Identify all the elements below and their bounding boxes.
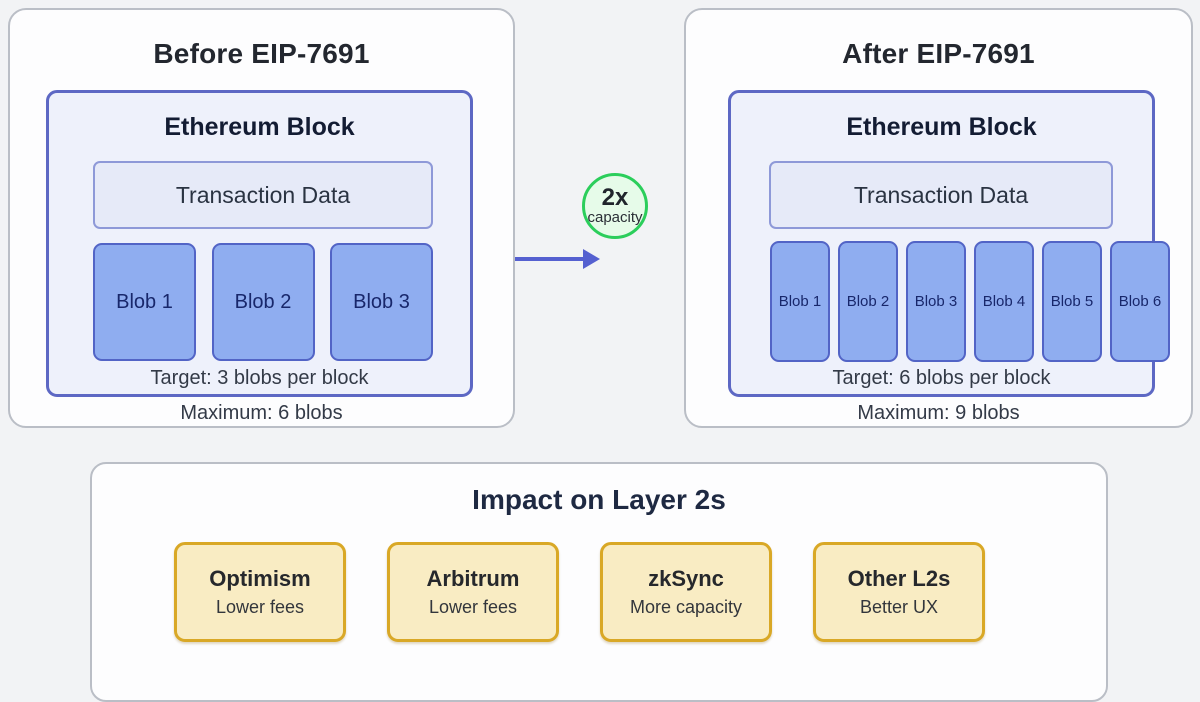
before-transaction-data-bar: Transaction Data [93, 161, 433, 229]
impact-panel: Impact on Layer 2s Optimism Lower fees A… [90, 462, 1108, 702]
l2-card-name: Optimism [209, 565, 311, 591]
l2-card-name: Arbitrum [426, 565, 520, 591]
l2-card-benefit: More capacity [629, 596, 743, 617]
l2-card-name: zkSync [648, 565, 724, 591]
l2-card-other-l2s: Other L2s Better UX [813, 542, 985, 642]
blob-box: Blob 5 [1042, 241, 1102, 362]
after-ethereum-block: Ethereum Block Transaction Data Blob 1 B… [728, 90, 1170, 397]
capacity-badge-label: capacity [587, 209, 643, 226]
blob-box: Blob 4 [974, 241, 1034, 362]
blob-box: Blob 2 [838, 241, 898, 362]
l2-card-zksync: zkSync More capacity [600, 542, 772, 642]
after-transaction-data-bar: Transaction Data [769, 161, 1113, 229]
before-ethereum-block: Ethereum Block Transaction Data Blob 1 B… [46, 90, 473, 397]
blob-box: Blob 6 [1110, 241, 1170, 362]
blob-box: Blob 3 [330, 243, 433, 361]
transition-arrow-line [515, 257, 585, 261]
blob-box: Blob 1 [93, 243, 196, 361]
after-eip-panel: After EIP-7691 Ethereum Block Transactio… [684, 8, 1193, 428]
l2-card-arbitrum: Arbitrum Lower fees [387, 542, 559, 642]
before-block-title: Ethereum Block [164, 113, 355, 141]
after-blob-row: Blob 1 Blob 2 Blob 3 Blob 4 Blob 5 Blob … [770, 241, 1170, 362]
before-blob-row: Blob 1 Blob 2 Blob 3 [93, 243, 433, 361]
after-maximum-label: Maximum: 9 blobs [857, 402, 1020, 424]
capacity-badge: 2x capacity [582, 173, 648, 239]
l2-card-benefit: Lower fees [428, 596, 518, 617]
l2-card-benefit: Lower fees [215, 596, 305, 617]
transition-arrow-head-icon [583, 249, 600, 269]
blob-box: Blob 1 [770, 241, 830, 362]
before-maximum-label: Maximum: 6 blobs [180, 402, 343, 424]
before-panel-title: Before EIP-7691 [153, 38, 370, 69]
before-eip-panel: Before EIP-7691 Ethereum Block Transacti… [8, 8, 515, 428]
l2-card-name: Other L2s [847, 565, 951, 591]
after-block-title: Ethereum Block [846, 113, 1037, 141]
l2-card-benefit: Better UX [859, 596, 939, 617]
l2-card-optimism: Optimism Lower fees [174, 542, 346, 642]
l2-card-row: Optimism Lower fees Arbitrum Lower fees … [174, 542, 985, 642]
blob-box: Blob 3 [906, 241, 966, 362]
after-panel-title: After EIP-7691 [842, 38, 1035, 69]
before-target-label: Target: 3 blobs per block [150, 367, 369, 389]
impact-panel-title: Impact on Layer 2s [472, 484, 726, 515]
after-target-label: Target: 6 blobs per block [832, 367, 1051, 389]
blob-box: Blob 2 [211, 243, 315, 361]
capacity-badge-value: 2x [601, 184, 629, 211]
